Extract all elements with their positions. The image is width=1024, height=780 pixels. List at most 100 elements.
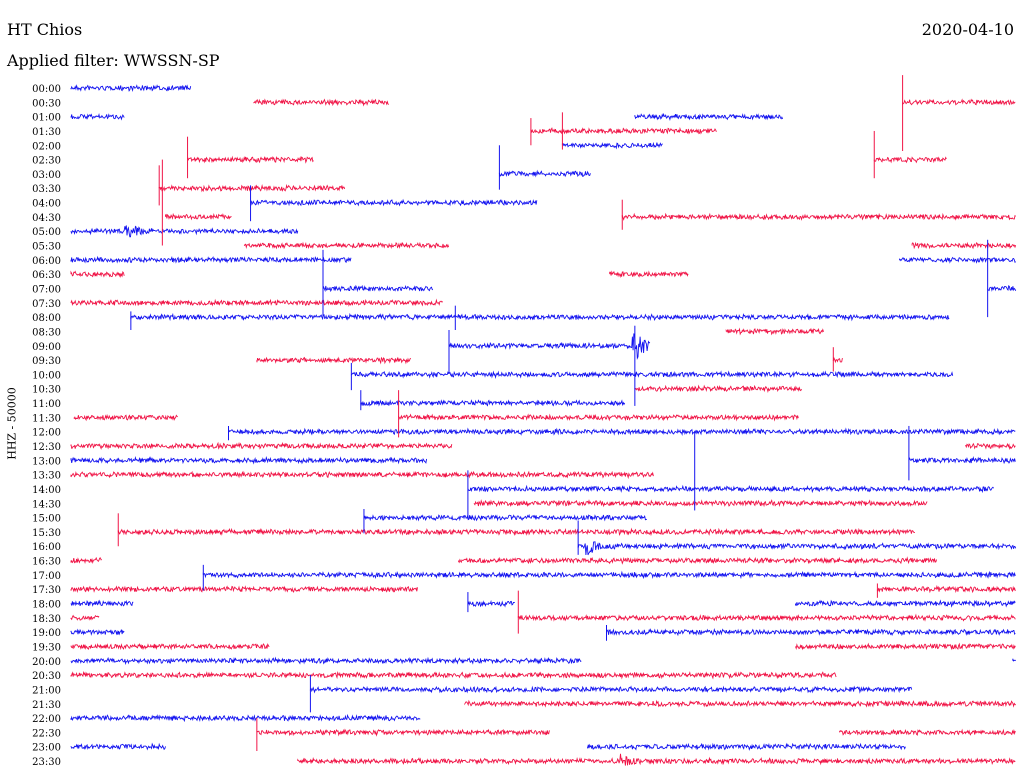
row-time-label: 12:00 bbox=[32, 428, 61, 439]
trace-segment bbox=[297, 753, 1016, 766]
station-title: HT Chios bbox=[7, 20, 83, 39]
row-time-label: 15:00 bbox=[32, 514, 61, 525]
row-time-label: 19:00 bbox=[32, 628, 61, 639]
trace-segment bbox=[70, 585, 418, 593]
trace-segment bbox=[621, 212, 1016, 221]
trace-segment bbox=[634, 384, 802, 393]
trace-segment bbox=[467, 484, 994, 494]
trace-segment bbox=[253, 98, 389, 107]
row-time-label: 07:30 bbox=[32, 299, 61, 310]
trace-segment bbox=[70, 656, 582, 666]
trace-segment bbox=[473, 499, 928, 508]
trace-segment bbox=[987, 285, 1017, 292]
trace-segment bbox=[587, 742, 906, 751]
row-time-label: 18:00 bbox=[32, 600, 61, 611]
row-time-label: 09:30 bbox=[32, 356, 61, 367]
row-time-label: 11:00 bbox=[32, 399, 61, 410]
row-time-label: 07:00 bbox=[32, 284, 61, 295]
row-time-label: 02:30 bbox=[32, 156, 61, 167]
trace-segment bbox=[309, 685, 913, 694]
row-time-label: 22:00 bbox=[32, 714, 61, 725]
trace-segment bbox=[725, 327, 824, 336]
row-time-label: 16:00 bbox=[32, 542, 61, 553]
trace-segment bbox=[899, 256, 1016, 264]
row-time-label: 05:00 bbox=[32, 227, 61, 238]
trace-segment bbox=[70, 614, 100, 621]
row-time-label: 08:30 bbox=[32, 327, 61, 338]
trace-segment bbox=[634, 112, 784, 121]
trace-segment bbox=[458, 556, 938, 565]
row-time-label: 09:00 bbox=[32, 342, 61, 353]
trace-segment bbox=[517, 613, 1016, 622]
trace-segment bbox=[839, 728, 1016, 736]
filter-label: Applied filter: WWSSN-SP bbox=[7, 51, 220, 70]
trace-segment bbox=[795, 642, 1016, 651]
row-time-label: 00:00 bbox=[32, 84, 61, 95]
trace-segment bbox=[70, 742, 166, 751]
row-time-label: 04:30 bbox=[32, 213, 61, 224]
trace-segment bbox=[577, 541, 1017, 556]
row-time-label: 19:30 bbox=[32, 642, 61, 653]
trace-segment bbox=[165, 212, 232, 221]
trace-segment bbox=[876, 584, 1016, 594]
row-time-label: 23:30 bbox=[32, 757, 61, 768]
trace-segment bbox=[70, 713, 421, 723]
row-time-label: 04:00 bbox=[32, 199, 61, 210]
row-time-label: 14:00 bbox=[32, 485, 61, 496]
row-time-label: 13:00 bbox=[32, 456, 61, 467]
trace-segment bbox=[70, 599, 134, 607]
trace-segment bbox=[70, 270, 125, 278]
trace-segment bbox=[73, 413, 178, 422]
trace-segment bbox=[322, 284, 434, 293]
trace-segment bbox=[228, 427, 1016, 437]
trace-segment bbox=[902, 98, 1016, 106]
row-time-label: 17:30 bbox=[32, 585, 61, 596]
trace-segment bbox=[70, 628, 125, 636]
trace-segment bbox=[908, 455, 1016, 465]
row-time-label: 15:30 bbox=[32, 528, 61, 539]
trace-segment bbox=[70, 642, 270, 651]
trace-segment bbox=[256, 356, 412, 365]
date-label: 2020-04-10 bbox=[921, 20, 1014, 39]
trace-segment bbox=[561, 141, 663, 150]
trace-segment bbox=[70, 670, 837, 680]
trace-segment bbox=[70, 470, 654, 480]
trace-segment bbox=[467, 599, 515, 608]
row-time-label: 11:30 bbox=[32, 413, 61, 424]
trace-segment bbox=[70, 455, 428, 465]
trace-segment bbox=[448, 333, 651, 360]
row-time-label: 20:00 bbox=[32, 657, 61, 668]
trace-segment bbox=[350, 370, 954, 379]
row-time-label: 01:30 bbox=[32, 127, 61, 138]
trace-segment bbox=[70, 113, 125, 121]
row-time-label: 10:00 bbox=[32, 370, 61, 381]
trace-segment bbox=[1012, 658, 1017, 662]
row-time-label: 10:30 bbox=[32, 385, 61, 396]
trace-segment bbox=[158, 183, 346, 193]
trace-segment bbox=[256, 728, 550, 737]
trace-segment bbox=[398, 413, 799, 422]
trace-segment bbox=[873, 156, 947, 164]
row-time-label: 01:00 bbox=[32, 113, 61, 124]
row-time-label: 05:30 bbox=[32, 242, 61, 253]
row-time-label: 03:30 bbox=[32, 184, 61, 195]
trace-segment bbox=[360, 399, 626, 408]
trace-segment bbox=[117, 527, 915, 537]
trace-segment bbox=[606, 627, 1016, 637]
trace-segment bbox=[130, 312, 950, 322]
trace-segment bbox=[363, 513, 648, 522]
trace-segment bbox=[70, 225, 299, 238]
trace-segment bbox=[530, 126, 717, 135]
row-time-label: 06:00 bbox=[32, 256, 61, 267]
row-time-label: 18:30 bbox=[32, 614, 61, 625]
row-time-label: 12:30 bbox=[32, 442, 61, 453]
trace-segment bbox=[965, 442, 1016, 451]
trace-segment bbox=[243, 241, 450, 250]
trace-segment bbox=[464, 699, 1016, 708]
row-time-label: 13:30 bbox=[32, 471, 61, 482]
trace-segment bbox=[202, 570, 1016, 580]
row-time-label: 06:30 bbox=[32, 270, 61, 281]
row-time-label: 16:30 bbox=[32, 557, 61, 568]
trace-segment bbox=[911, 241, 1017, 250]
